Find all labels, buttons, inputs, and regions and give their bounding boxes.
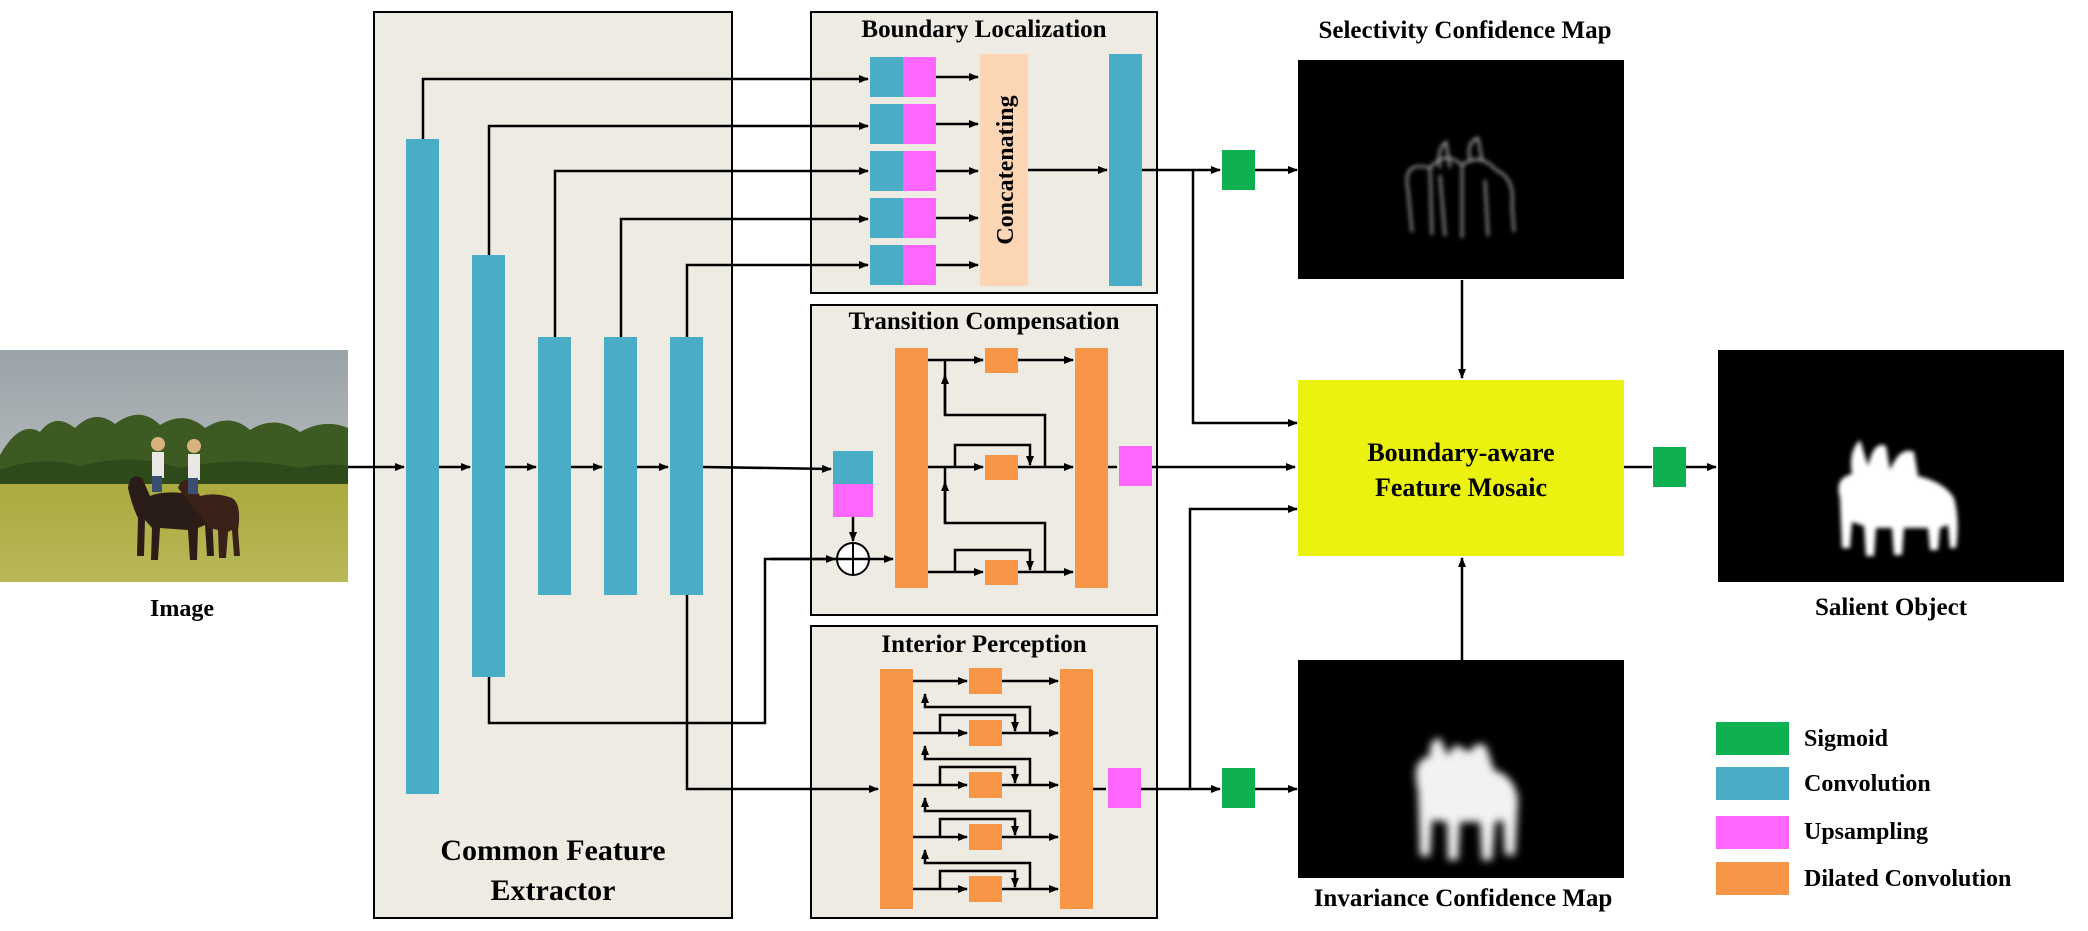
interior-dilated-4 bbox=[969, 824, 1002, 850]
selectivity-confidence-map bbox=[1298, 60, 1624, 279]
interior-dilated-right bbox=[1060, 669, 1093, 909]
sigmoid-block-top bbox=[1222, 150, 1255, 190]
extractor-conv-block-2 bbox=[472, 255, 505, 677]
feature-mosaic-block bbox=[1298, 380, 1624, 556]
legend-swatch-convolution bbox=[1716, 767, 1789, 800]
transition-output-upsample bbox=[1119, 446, 1152, 486]
interior-dilated-left bbox=[880, 669, 913, 909]
sigmoid-block-output bbox=[1653, 447, 1686, 487]
legend-label-upsampling: Upsampling bbox=[1804, 819, 1928, 845]
boundary-localization-title: Boundary Localization bbox=[861, 16, 1106, 43]
extractor-title-line2: Extractor bbox=[491, 874, 616, 907]
invariance-map-title: Invariance Confidence Map bbox=[1314, 885, 1613, 912]
transition-dilated-top bbox=[985, 348, 1018, 373]
interior-output-upsample bbox=[1108, 768, 1141, 808]
boundary-output-conv bbox=[1109, 54, 1142, 286]
mosaic-title-line1: Boundary-aware bbox=[1367, 438, 1554, 467]
extractor-conv-block-3 bbox=[538, 337, 571, 595]
extractor-title-line1: Common Feature bbox=[440, 834, 665, 867]
input-image bbox=[0, 350, 348, 582]
concatenating-label: Concatenating bbox=[993, 95, 1019, 244]
transition-conv bbox=[833, 451, 873, 484]
sigmoid-block-bottom bbox=[1222, 768, 1255, 808]
transition-dilated-left bbox=[895, 348, 928, 588]
interior-perception-title: Interior Perception bbox=[881, 631, 1086, 658]
transition-dilated-right bbox=[1075, 348, 1108, 588]
boundary-conv-upsample-stack bbox=[870, 57, 936, 285]
legend-swatch-dilated-convolution bbox=[1716, 862, 1789, 895]
mosaic-title-line2: Feature Mosaic bbox=[1375, 473, 1547, 502]
interior-dilated-5 bbox=[969, 876, 1002, 902]
transition-upsample bbox=[833, 484, 873, 517]
extractor-conv-block-5 bbox=[670, 337, 703, 595]
salient-object-label: Salient Object bbox=[1815, 594, 1968, 621]
legend-label-dilated-convolution: Dilated Convolution bbox=[1804, 866, 2011, 892]
transition-dilated-mid bbox=[985, 455, 1018, 480]
connector-lines bbox=[348, 73, 1717, 893]
transition-dilated-bot bbox=[985, 560, 1018, 585]
image-label: Image bbox=[150, 596, 214, 622]
legend-label-convolution: Convolution bbox=[1804, 771, 1931, 797]
selectivity-map-title: Selectivity Confidence Map bbox=[1318, 17, 1611, 44]
concatenating-block bbox=[980, 54, 1028, 286]
salient-object-map bbox=[1718, 350, 2064, 582]
legend: Sigmoid Convolution Upsampling Dilated C… bbox=[1716, 722, 2011, 895]
interior-dilated-2 bbox=[969, 720, 1002, 746]
interior-dilated-3 bbox=[969, 772, 1002, 798]
extractor-conv-block-4 bbox=[604, 337, 637, 595]
legend-swatch-upsampling bbox=[1716, 816, 1789, 849]
legend-swatch-sigmoid bbox=[1716, 722, 1789, 755]
legend-label-sigmoid: Sigmoid bbox=[1804, 726, 1889, 752]
interior-dilated-1 bbox=[969, 668, 1002, 694]
invariance-confidence-map bbox=[1298, 660, 1624, 878]
transition-compensation-title: Transition Compensation bbox=[848, 308, 1119, 335]
extractor-conv-block-1 bbox=[406, 139, 439, 794]
